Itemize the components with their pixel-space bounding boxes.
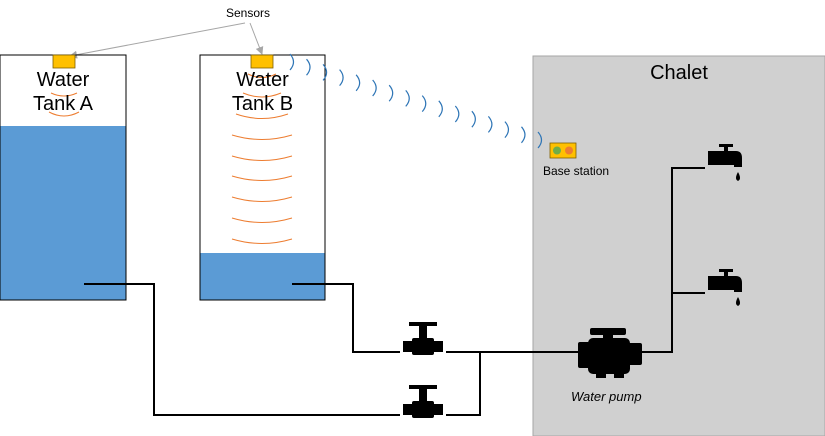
- signal-wave: [521, 126, 526, 144]
- chalet-label: Chalet: [650, 62, 708, 84]
- sensor-ripples-b: [231, 73, 293, 244]
- tank-b-title-line2: Tank B: [231, 93, 294, 115]
- valve-icon: [403, 385, 443, 418]
- sensor-pointer-a: [69, 22, 246, 59]
- signal-wave: [322, 64, 328, 81]
- signal-wave: [355, 74, 361, 92]
- tank-b-title: Water Tank B: [200, 68, 325, 116]
- valve-icon: [403, 322, 443, 355]
- sensor-ripples-a: [48, 92, 80, 117]
- signal-wave: [487, 116, 493, 133]
- signal-wave: [454, 105, 460, 123]
- chalet-building: [532, 55, 825, 436]
- base-station-label: Base station: [543, 164, 610, 178]
- signal-wave: [372, 79, 377, 97]
- base-station-icon: [549, 142, 577, 159]
- tank-b-title-line1: Water: [236, 69, 289, 91]
- sensor-pointer-b: [249, 22, 264, 55]
- water-fill-b: [200, 253, 325, 300]
- signal-wave: [438, 100, 443, 118]
- sensors-label: Sensors: [226, 6, 271, 20]
- tank-a-title-line2: Tank A: [32, 93, 94, 115]
- signal-wave: [339, 69, 344, 86]
- signal-wave: [421, 95, 427, 112]
- signal-wave: [289, 53, 295, 71]
- water-pump-label: Water pump: [571, 389, 642, 404]
- sensor-icon: [250, 54, 274, 69]
- pipe-tank-b: [292, 283, 400, 353]
- water-pump-icon: [578, 328, 642, 378]
- water-tank-b: [199, 54, 326, 301]
- pipe-tank-a: [84, 283, 400, 416]
- water-tank-a: [0, 54, 127, 301]
- signal-wave: [306, 58, 311, 76]
- pipes: [84, 167, 705, 416]
- signal-wave: [504, 121, 510, 138]
- pipe-pump-to-taps: [640, 167, 705, 353]
- signal-wave: [388, 84, 394, 102]
- tank-a-title-line1: Water: [36, 69, 90, 91]
- signal-wave: [405, 90, 410, 107]
- pipe-valve-a-join: [446, 352, 481, 416]
- wireless-signal-waves: [289, 53, 543, 149]
- signal-wave: [471, 110, 476, 128]
- signal-wave: [537, 131, 543, 149]
- sensor-icon: [52, 54, 76, 69]
- water-fill-a: [0, 126, 126, 300]
- tank-a-title: Water Tank A: [0, 68, 126, 116]
